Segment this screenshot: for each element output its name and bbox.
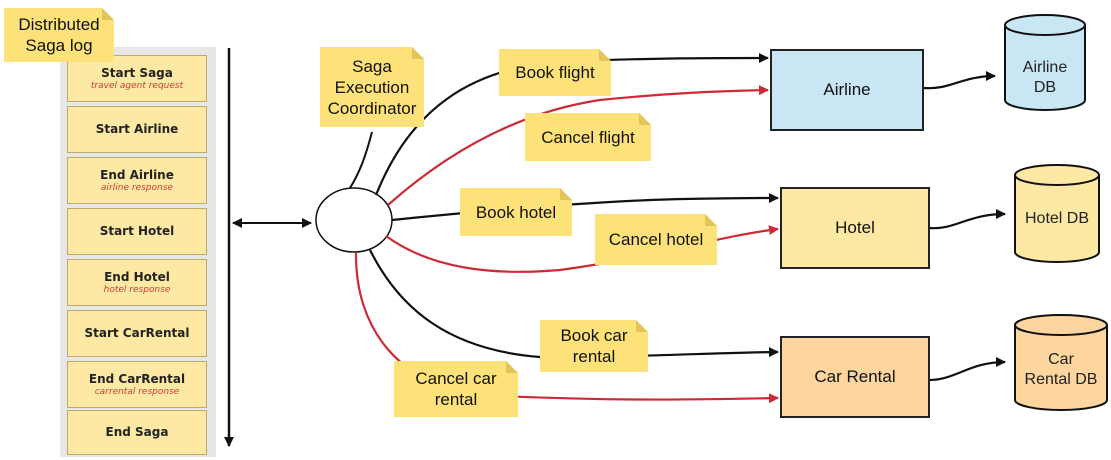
car-db-cylinder — [1014, 314, 1108, 411]
cancel-flight-note: Cancel flight — [525, 113, 651, 161]
log-entry-subtitle: travel agent request — [90, 80, 184, 91]
hotel-db-label: Hotel DB — [1024, 210, 1090, 227]
log-entry-title: End Hotel — [104, 269, 170, 284]
book-hotel-arrow — [391, 193, 779, 222]
airline-db-arrow — [923, 71, 996, 90]
log-entry-start-hotel: Start Hotel — [67, 208, 207, 255]
cancel-hotel-arrow — [385, 225, 779, 273]
book-car-note: Book car rental — [540, 320, 648, 372]
cancel-hotel-note: Cancel hotel — [595, 214, 717, 265]
log-entry-title: Start Saga — [101, 65, 173, 80]
airline-db-label: Airline DB — [1022, 59, 1068, 96]
log-entry-end-hotel: End Hotel hotel response — [67, 259, 207, 306]
cancel-car-note: Cancel car rental — [394, 361, 518, 417]
log-entry-start-carrental: Start CarRental — [67, 310, 207, 357]
log-entry-title: End Saga — [105, 425, 169, 439]
log-entry-start-saga: Start Saga travel agent request — [67, 55, 207, 102]
coordinator-node — [315, 187, 393, 253]
log-entry-title: Start CarRental — [84, 326, 190, 340]
airline-db-cylinder — [1004, 14, 1086, 111]
car-db-arrow — [929, 357, 1006, 382]
airline-service: Airline — [770, 49, 924, 131]
coordinator-note: Saga Execution Coordinator — [320, 47, 424, 127]
log-entry-title: Start Airline — [95, 122, 179, 136]
log-entry-subtitle: carrental response — [94, 386, 180, 397]
log-entry-start-airline: Start Airline — [67, 106, 207, 153]
car-rental-service: Car Rental — [780, 336, 930, 418]
hotel-service: Hotel — [780, 187, 930, 269]
log-entry-end-airline: End Airline airline response — [67, 157, 207, 204]
log-entry-title: Start Hotel — [99, 224, 175, 238]
log-entry-subtitle: hotel response — [103, 284, 171, 295]
coordinator-pointer — [349, 131, 373, 189]
hotel-db-arrow — [929, 209, 1006, 230]
book-hotel-note: Book hotel — [460, 188, 572, 236]
log-entry-end-carrental: End CarRental carrental response — [67, 361, 207, 408]
car-db-label: Car Rental DB — [1024, 351, 1098, 388]
hotel-db-cylinder — [1014, 164, 1100, 263]
cancel-flight-arrow — [387, 85, 769, 206]
log-entry-subtitle: airline response — [101, 182, 173, 193]
saga-log-note: Distributed Saga log — [4, 8, 114, 62]
log-entry-title: End CarRental — [88, 371, 186, 386]
log-entry-title: End Airline — [100, 167, 174, 182]
log-entry-end-saga: End Saga — [67, 410, 207, 455]
book-flight-note: Book flight — [499, 49, 611, 96]
